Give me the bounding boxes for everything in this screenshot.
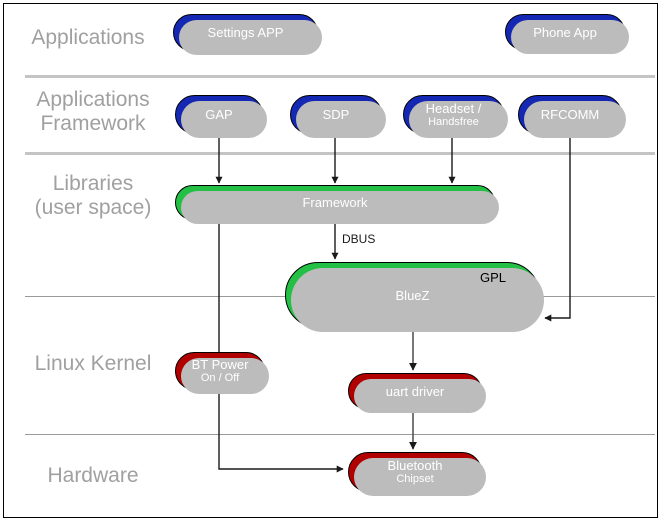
node-shadow	[179, 20, 322, 55]
layer-label-libraries: Libraries (user space)	[34, 172, 152, 219]
node-shadow	[296, 101, 386, 138]
node-shadow	[409, 101, 508, 138]
node-gap[interactable]: GAP	[175, 95, 267, 138]
node-uart-driver[interactable]: uart driver	[348, 373, 486, 413]
node-label: BlueZ	[395, 287, 430, 303]
node-headset-handsfree[interactable]: Headset / Handsfree	[403, 95, 508, 138]
node-label: Bluetooth	[387, 458, 443, 473]
divider-applications-framework	[25, 152, 655, 155]
node-sublabel: Handsfree	[428, 115, 479, 128]
node-label: GAP	[205, 107, 233, 122]
node-framework[interactable]: Framework	[175, 185, 499, 224]
layer-label-applications: Applications	[31, 26, 145, 49]
node-label: Framework	[302, 195, 368, 210]
node-label: SDP	[322, 107, 350, 122]
node-sdp[interactable]: SDP	[290, 95, 386, 138]
node-rfcomm[interactable]: RFCOMM	[518, 95, 626, 138]
node-shadow	[524, 101, 626, 138]
layer-label-linux-kernel: Linux Kernel	[34, 352, 152, 375]
node-label: BT Power	[191, 357, 249, 372]
node-label: Phone App	[533, 24, 597, 40]
node-bluetooth-chipset[interactable]: Bluetooth Chipset	[348, 452, 486, 496]
node-label: RFCOMM	[540, 107, 600, 122]
node-sublabel: Chipset	[396, 473, 434, 485]
node-label: uart driver	[385, 383, 445, 399]
node-shadow	[181, 101, 267, 138]
node-label: Headset /	[425, 100, 482, 116]
layer-label-applications-framework: Applications Framework	[36, 88, 150, 135]
divider-linux-kernel	[25, 434, 655, 435]
edge-label-dbus: DBUS	[342, 232, 376, 246]
layer-label-hardware: Hardware	[47, 464, 139, 487]
node-bt-power[interactable]: BT Power On / Off	[175, 352, 269, 394]
divider-applications	[25, 75, 655, 78]
diagram-border	[3, 3, 658, 518]
node-shadow	[354, 458, 486, 496]
node-settings-app[interactable]: Settings APP	[173, 14, 322, 55]
node-shadow	[511, 20, 629, 54]
node-phone-app[interactable]: Phone App	[505, 14, 629, 54]
node-shadow	[354, 379, 486, 413]
annotation-gpl: GPL	[480, 270, 507, 285]
node-label: Settings APP	[207, 25, 284, 40]
node-sublabel: On / Off	[200, 372, 240, 384]
node-shadow	[181, 191, 499, 224]
